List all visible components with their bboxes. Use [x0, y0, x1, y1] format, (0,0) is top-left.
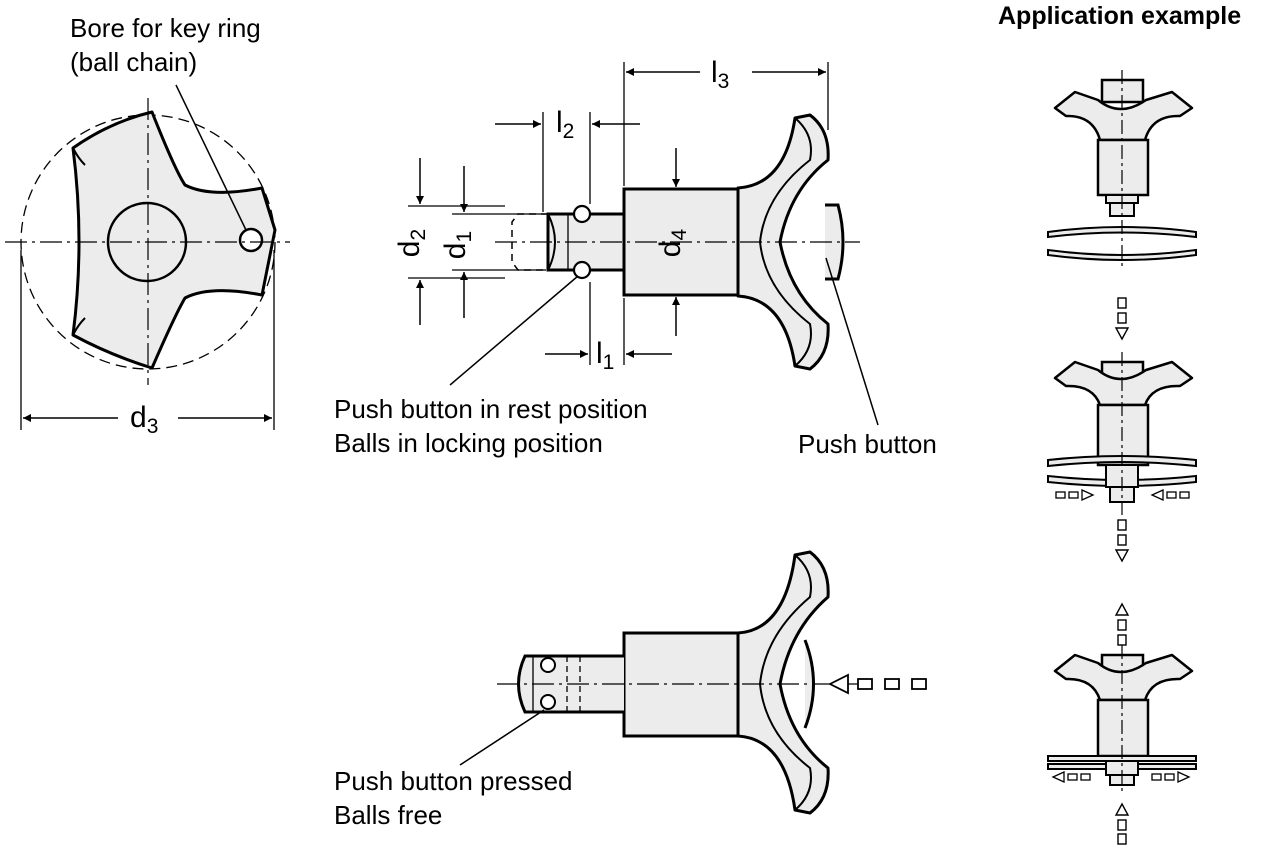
push-button-label: Push button [798, 429, 937, 459]
pressed-label-line2: Balls free [334, 800, 443, 830]
d4-label: d4 [654, 228, 692, 258]
application-example-1 [1047, 70, 1197, 341]
side-view-rest [408, 62, 879, 426]
side-view-pressed [459, 550, 927, 815]
application-example-title: Application example [998, 2, 1242, 30]
bore-leader-line [175, 84, 247, 231]
l3-label: l3 [711, 56, 730, 93]
application-example-2 [1047, 352, 1197, 563]
pressed-label-line1: Push button pressed [334, 766, 573, 796]
l1-label: l1 [596, 337, 615, 374]
pressed-leader [459, 709, 545, 766]
locking-ball-top [572, 204, 592, 224]
rest-position-leader [449, 275, 579, 386]
rest-position-label-line2: Balls in locking position [334, 428, 603, 458]
bore-label-line1: Bore for key ring [70, 13, 261, 43]
rest-position-label-line1: Push button in rest position [334, 394, 648, 424]
d3-label: d3 [130, 401, 159, 438]
d1-label: d1 [439, 230, 477, 260]
locking-ball-bottom [572, 260, 592, 280]
application-example-3 [1047, 602, 1197, 845]
push-button-leader [825, 257, 879, 426]
d2-label: d2 [393, 228, 431, 258]
key-ring-bore [238, 227, 264, 253]
l2-label: l2 [556, 106, 575, 143]
bore-label-line2: (ball chain) [70, 47, 198, 77]
push-button-cap [825, 203, 845, 281]
front-view [5, 84, 290, 430]
